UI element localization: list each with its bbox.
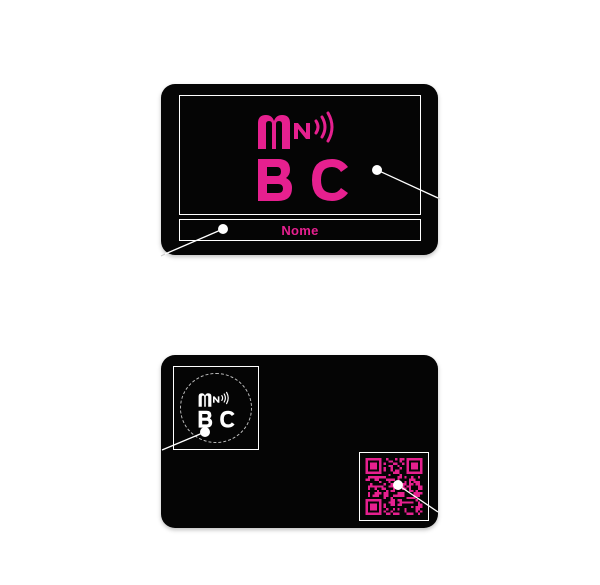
contactless-icon: [314, 111, 334, 143]
logo-circle: [180, 373, 252, 443]
back-card: [161, 355, 438, 528]
contactless-icon: [221, 391, 229, 405]
name-label: Nome: [281, 222, 319, 238]
logo-frame: [179, 95, 421, 215]
logo-frame: [173, 366, 259, 450]
front-card: Nome: [161, 84, 438, 255]
mnbc-logo-white: [198, 391, 235, 428]
callout-dot-back-logo: [200, 427, 210, 437]
callout-dot-name: [218, 224, 228, 234]
name-field: Nome: [179, 219, 421, 241]
callout-dot-qr: [393, 480, 403, 490]
mnbc-logo: [258, 111, 348, 201]
callout-dot-logo: [372, 165, 382, 175]
